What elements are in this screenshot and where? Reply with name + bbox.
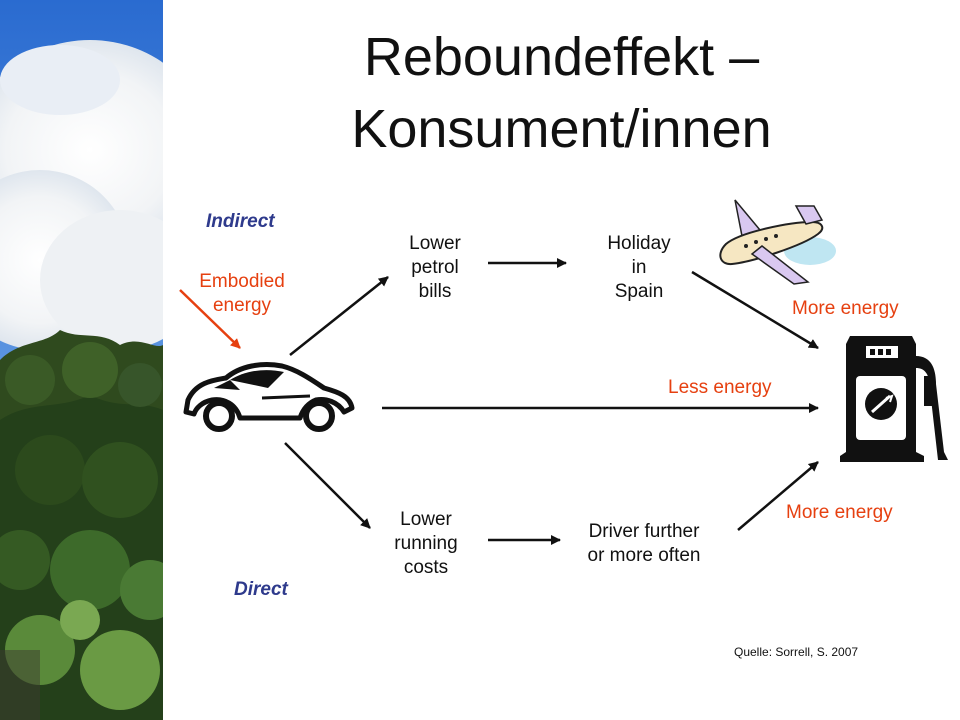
slide-content: Reboundeffekt – Konsument/innen [163,0,960,720]
label-more-energy-bottom: More energy [786,502,893,523]
arrow-car-to-petrol [289,276,389,356]
arrow-embodied [179,289,241,349]
fuel-pump-icon [840,336,948,462]
source-citation: Quelle: Sorrell, S. 2007 [734,645,859,659]
label-driver-further: Driver further or more often [587,521,701,566]
label-holiday-in-spain: Holiday in Spain [607,233,671,302]
airplane-icon [719,199,836,285]
title-line-1: Reboundeffekt – [363,27,760,87]
label-more-energy-top: More energy [792,298,899,319]
title-line-2: Konsument/innen [351,99,772,159]
label-indirect: Indirect [206,211,275,232]
label-direct: Direct [234,579,288,600]
arrow-car-to-running [284,442,371,529]
label-lower-petrol-bills: Lower petrol bills [409,233,461,302]
car-icon [183,362,355,432]
arrow-driver-to-pump [737,461,819,531]
sidebar-photo [0,0,163,720]
arrow-holiday-to-pump [691,270,819,350]
label-embodied-energy: Embodied energy [199,271,285,316]
sky-trees-image [0,0,163,720]
label-lower-running-costs: Lower running costs [394,509,458,578]
label-less-energy: Less energy [668,377,772,398]
